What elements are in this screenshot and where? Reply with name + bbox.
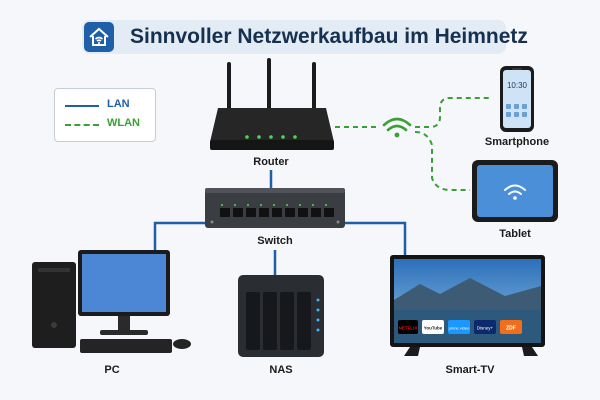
pc-device [32,250,191,353]
tv-device: NETFLIX YouTube prime video Disney+ ZDF [390,255,545,356]
tv-app-prime: prime video [449,326,470,331]
tv-app-netflix: NETFLIX [399,326,418,331]
legend-lan-label: LAN [107,98,130,110]
router-label: Router [253,156,289,168]
lan-connections [153,170,407,275]
tv-app-disney: Disney+ [477,326,494,331]
wlan-wifi-tablet [414,131,470,191]
title-banner [82,20,506,54]
smartphone-device [500,66,534,132]
wifi-icon [382,117,412,138]
pc-label: PC [104,364,120,376]
switch-device [205,188,345,228]
legend-lan-line [65,105,99,107]
wlan-connections [335,97,490,191]
wifi-icon [504,184,526,200]
tablet-label: Tablet [499,228,531,240]
nas-label: NAS [269,364,293,376]
tv-app-youtube: YouTube [424,326,443,331]
tv-app-zdf: ZDF [506,326,516,332]
router-device [210,58,334,150]
legend-wlan-label: WLAN [107,117,140,129]
legend: LAN WLAN [54,88,156,142]
lan-switch-tv [345,221,407,255]
wlan-wifi-smartphone [415,97,490,128]
tv-label: Smart-TV [445,364,495,376]
switch-label: Switch [257,235,293,247]
smartphone-label: Smartphone [484,136,550,148]
lan-switch-pc [153,221,205,250]
smartphone-time: 10:30 [507,81,528,90]
page-title: Sinnvoller Netzwerkaufbau im Heimnetz [130,25,528,48]
nas-device [238,275,324,357]
legend-wlan-line [65,124,99,126]
tablet-device [472,160,558,222]
home-wifi-icon [84,22,114,52]
